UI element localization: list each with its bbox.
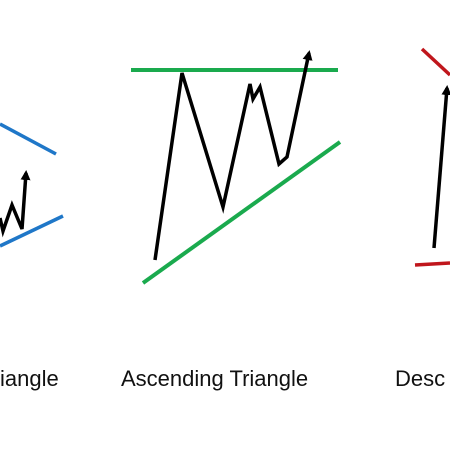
symmetrical-lower-trendline [0,214,64,248]
descending-resistance-trendline [420,47,450,77]
symmetrical-triangle-caption: iangle [0,366,59,391]
ascending-triangle-caption: Ascending Triangle [121,366,309,391]
descending-triangle-pattern [414,47,450,267]
ascending-triangle-pattern [131,50,342,285]
symmetrical-price-path [0,170,31,238]
descending-support-line [414,261,450,267]
ascending-price-path [153,50,313,261]
symmetrical-triangle-pattern [0,122,64,248]
symmetrical-upper-trendline [0,122,57,156]
descending-triangle-caption: Desc [395,366,446,391]
ascending-support-trendline [141,140,342,285]
descending-price-path [432,85,450,249]
